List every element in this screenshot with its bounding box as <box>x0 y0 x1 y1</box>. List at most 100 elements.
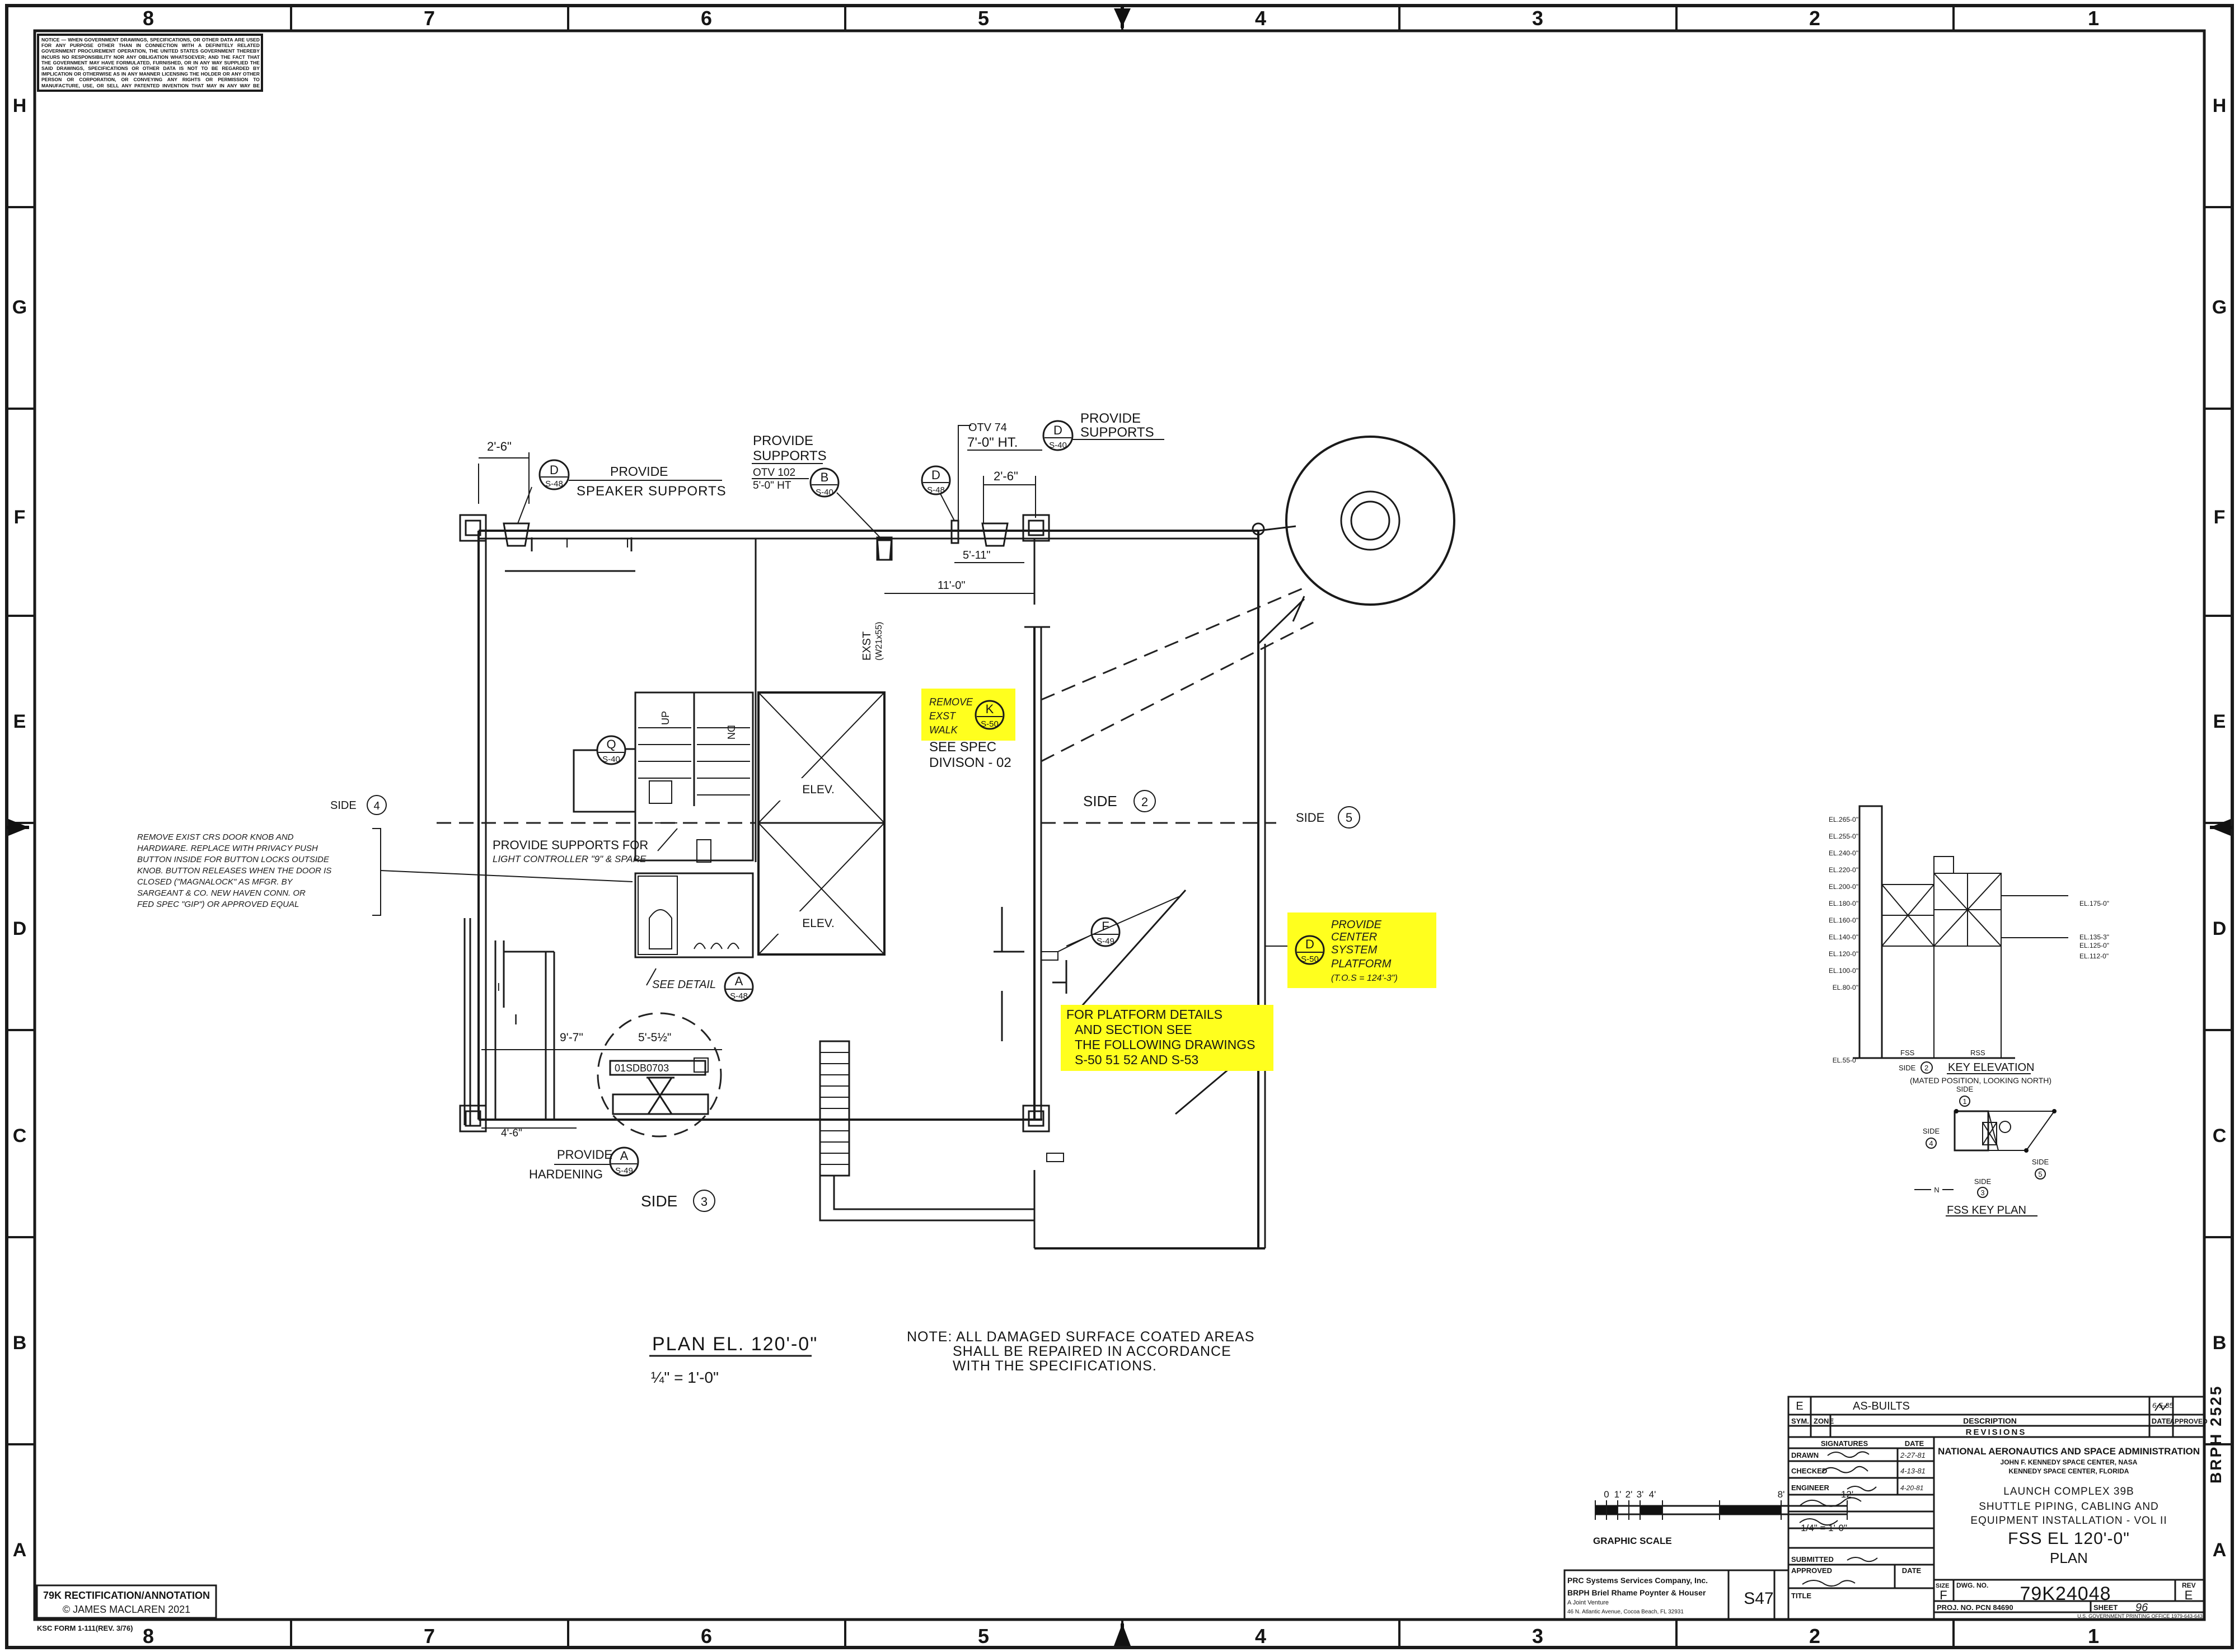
kel-3: EL.220-0" <box>1829 866 1858 874</box>
col-label-6: 6 <box>701 7 712 30</box>
center-platform-highlight <box>1287 912 1436 988</box>
exst-label: EXST <box>861 631 873 661</box>
firm-l3: A Joint Venture <box>1567 1599 1609 1606</box>
otv74-letter: D <box>1053 423 1062 437</box>
notice-text: NOTICE — WHEN GOVERNMENT DRAWINGS, SPECI… <box>41 37 260 90</box>
col-label-2-bottom: 2 <box>1809 1625 1820 1648</box>
tb-center2: KENNEDY SPACE CENTER, FLORIDA <box>2009 1467 2129 1475</box>
tb-rev: E <box>2185 1588 2193 1602</box>
firm-l2: BRPH Briel Rhame Poynter & Houser <box>1567 1588 1706 1597</box>
remove-walk-l1: REMOVE <box>929 696 973 708</box>
tb-sig-date: DATE <box>1905 1439 1924 1448</box>
up-label: UP <box>660 711 671 725</box>
col-label-4-bottom: 4 <box>1255 1625 1266 1648</box>
dim-4-6: 4'-6" <box>501 1127 522 1139</box>
kp-side1: SIDE <box>1956 1085 1974 1093</box>
remove-walk-l2: EXST <box>929 710 957 722</box>
side4-num: 4 <box>373 800 380 812</box>
speaker-sheet: S-48 <box>545 479 563 489</box>
tb-t5: PLAN <box>2050 1550 2088 1566</box>
f-letter: F <box>1102 919 1109 933</box>
tb-rev-letter: E <box>1796 1400 1803 1412</box>
dim-9-7: 9'-7" <box>560 1031 583 1044</box>
kel-7: EL.140-0" <box>1829 933 1858 941</box>
dim-5-5: 5'-5½" <box>638 1031 671 1044</box>
col-label-7-bottom: 7 <box>424 1625 435 1648</box>
row-label-c: C <box>13 1125 27 1146</box>
remove-walk-letter: K <box>986 702 994 716</box>
supports-b-text2: SUPPORTS <box>753 448 827 464</box>
scale-label: GRAPHIC SCALE <box>1593 1536 1672 1546</box>
stamp-box <box>36 1584 217 1619</box>
col-label-1: 1 <box>2088 7 2099 30</box>
kp-n3: 3 <box>1980 1188 1984 1197</box>
svg-text:I: I <box>626 536 629 550</box>
note-l3: WITH THE SPECIFICATIONS. <box>953 1358 1157 1374</box>
ker-0: EL.175-0" <box>2079 900 2109 907</box>
row-label-d-right: D <box>2213 918 2227 939</box>
otv74-text1: PROVIDE <box>1080 411 1141 426</box>
callout-f: F S-49 <box>1057 917 1121 952</box>
col-label-5-bottom: 5 <box>978 1625 989 1648</box>
ker-2: EL.125-0" <box>2079 942 2109 949</box>
graphic-scale <box>1595 1500 1848 1520</box>
speaker-text1: PROVIDE <box>610 464 668 479</box>
center-arrows <box>7 6 2232 1646</box>
ker-3: EL.112-0" <box>2079 952 2109 960</box>
door-note-l7: FED SPEC "GIP") OR APPROVED EQUAL <box>137 900 299 909</box>
otv74-sheet: S-40 <box>1049 441 1067 450</box>
col-label-3-bottom: 3 <box>1532 1625 1543 1648</box>
scale-tick-0: 0 <box>1604 1489 1609 1500</box>
kp-side4: SIDE <box>1923 1127 1940 1135</box>
row-label-e: E <box>13 711 26 732</box>
tb-gpo: U.S. GOVERNMENT PRINTING OFFICE 1979-643… <box>2077 1613 2203 1619</box>
kp-side5: SIDE <box>2032 1158 2049 1166</box>
supports-b-ht: 5'-0" HT <box>753 480 791 492</box>
col-label-3: 3 <box>1532 7 1543 30</box>
tb-size: F <box>1940 1588 1947 1602</box>
light-l1: PROVIDE SUPPORTS FOR <box>493 838 648 852</box>
platform-l3: THE FOLLOWING DRAWINGS <box>1075 1037 1255 1052</box>
door-note-l4: KNOB. BUTTON RELEASES WHEN THE DOOR IS <box>137 866 331 876</box>
kp-title: FSS KEY PLAN <box>1947 1204 2026 1216</box>
row-label-b: B <box>13 1332 27 1354</box>
equipment-tag: 01SDB0703 <box>615 1063 669 1074</box>
side5-text: SIDE <box>1296 811 1324 825</box>
tb-zone: ZONE <box>1814 1417 1834 1425</box>
tb-dwg: 79K24048 <box>2020 1583 2111 1604</box>
col-label-7: 7 <box>424 7 435 30</box>
kel-11: EL.55-0" <box>1833 1056 1858 1064</box>
tb-checked: CHECKED <box>1791 1467 1827 1475</box>
tb-rev-desc: AS-BUILTS <box>1853 1400 1910 1412</box>
kel-4: EL.200-0" <box>1829 883 1858 891</box>
kel-1: EL.255-0" <box>1829 832 1858 840</box>
tb-size-label: SIZE <box>1936 1583 1949 1589</box>
kp-side3: SIDE <box>1974 1177 1992 1186</box>
scale-tick-2: 2' <box>1626 1489 1633 1500</box>
col-label-8: 8 <box>143 7 154 30</box>
kel-0: EL.265-0" <box>1829 816 1858 823</box>
supports-b-text1: PROVIDE <box>753 433 813 448</box>
plan-title-group: PLAN EL. 120'-0" ¼" = 1'-0" <box>649 1333 817 1386</box>
tb-sheet: 96 <box>2135 1602 2148 1614</box>
callout-platform-details: FOR PLATFORM DETAILS AND SECTION SEE THE… <box>1061 1005 1273 1071</box>
row-label-g: G <box>12 297 27 318</box>
kel-5: EL.180-0" <box>1829 900 1858 907</box>
center-l1: PROVIDE <box>1331 919 1382 931</box>
col-label-2: 2 <box>1809 7 1820 30</box>
kp-n5: 5 <box>2038 1170 2042 1178</box>
ke-side: SIDE <box>1899 1064 1916 1072</box>
row-label-d: D <box>13 918 27 939</box>
side3-text: SIDE <box>641 1192 677 1210</box>
title-block <box>1787 1396 2205 1621</box>
row-label-a: A <box>13 1539 27 1561</box>
tb-sym: SYM. <box>1791 1417 1809 1425</box>
callout-hardening: PROVIDE HARDENING A S-49 <box>529 1146 639 1181</box>
kel-10: EL.80-0" <box>1833 984 1858 991</box>
remove-walk-s1: SEE SPEC <box>929 740 996 755</box>
col-label-8-bottom: 8 <box>143 1625 154 1648</box>
dim-speaker: 2'-6" <box>487 439 512 453</box>
key-elevation-levels: EL.265-0" EL.255-0" EL.240-0" EL.220-0" … <box>1829 816 2109 1072</box>
center-l4: PLATFORM <box>1331 958 1392 970</box>
col-label-5: 5 <box>978 7 989 30</box>
